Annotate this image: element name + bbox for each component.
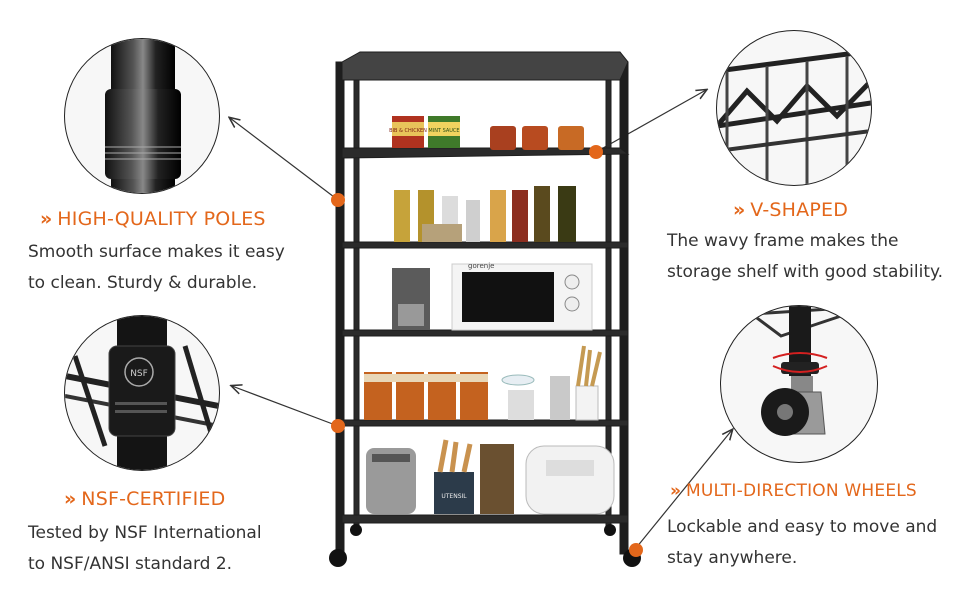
feature-heading-vshape: »V-SHAPED: [733, 199, 849, 221]
jar-label-1: BIB & CHICKEN: [389, 128, 427, 134]
pole-closeup: [64, 38, 220, 194]
jar-label-2: MINT SAUCE: [428, 128, 459, 134]
feature-heading-wheels: »MULTI-DIRECTION WHEELS: [670, 481, 917, 501]
double-chevron-icon: »: [733, 199, 745, 221]
double-chevron-icon: »: [670, 481, 681, 501]
wheel-dot: [629, 543, 643, 557]
wheel-icon: [329, 549, 347, 567]
double-chevron-icon: »: [40, 208, 52, 230]
vshape-arrow: [595, 90, 706, 153]
feature-desc-wheels: Lockable and easy to move and stay anywh…: [667, 517, 938, 568]
nsf-closeup: NSF: [64, 315, 220, 471]
microwave-brand: gorenje: [468, 262, 494, 270]
vshape-dot: [589, 145, 603, 159]
feature-heading-nsf: »NSF-CERTIFIED: [64, 488, 226, 510]
feature-desc-poles: Smooth surface makes it easy to clean. S…: [28, 242, 285, 293]
wheel-arrow: [635, 430, 732, 549]
shelf-top: [341, 51, 629, 81]
feature-heading-poles: »HIGH-QUALITY POLES: [40, 208, 266, 230]
shelf-unit: BIB & CHICKEN MINT SAUCE gorenje: [329, 51, 641, 567]
rotation-arrow-icon: [772, 352, 828, 359]
nsf-logo: NSF: [130, 369, 148, 379]
feature-desc-nsf: Tested by NSF International to NSF/ANSI …: [28, 523, 262, 574]
wheel-closeup: [720, 305, 878, 463]
nsf-arrow: [232, 386, 339, 427]
feature-desc-vshape: The wavy frame makes the storage shelf w…: [667, 231, 944, 282]
pole-arrow: [230, 118, 339, 201]
double-chevron-icon: »: [64, 488, 76, 510]
nsf-dot: [331, 419, 345, 433]
pole-dot: [331, 193, 345, 207]
jar-brand: UTENSIL: [441, 493, 467, 500]
